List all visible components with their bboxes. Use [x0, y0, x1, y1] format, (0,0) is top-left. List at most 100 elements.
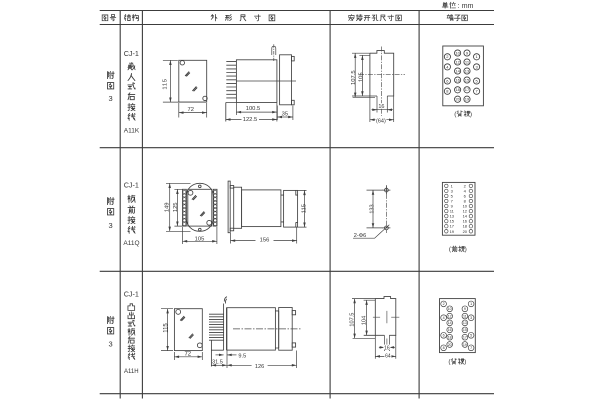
svg-text:10: 10 [463, 204, 468, 209]
svg-text:19: 19 [450, 229, 455, 234]
svg-text:64: 64 [385, 354, 391, 360]
svg-text:5: 5 [475, 78, 478, 83]
svg-text:1: 1 [451, 183, 454, 188]
svg-text:122.5: 122.5 [243, 117, 258, 123]
svg-text:(: ( [448, 359, 451, 366]
svg-text:2: 2 [446, 54, 449, 59]
svg-text:13: 13 [450, 214, 455, 219]
svg-text:13: 13 [463, 321, 467, 325]
svg-text:18: 18 [463, 224, 468, 229]
svg-text:72: 72 [187, 107, 193, 113]
svg-text:(: ( [454, 111, 457, 118]
svg-text:7: 7 [451, 199, 454, 204]
svg-text:12: 12 [448, 314, 452, 318]
svg-text:3: 3 [109, 94, 113, 103]
svg-text:14: 14 [455, 68, 460, 73]
svg-text:9.5: 9.5 [238, 354, 246, 360]
svg-text:(64): (64) [376, 118, 386, 124]
svg-text:1: 1 [470, 302, 472, 306]
svg-text:2: 2 [464, 183, 467, 188]
svg-text:20: 20 [448, 343, 452, 347]
svg-text:156: 156 [260, 237, 270, 243]
svg-text:8: 8 [464, 199, 467, 204]
svg-text:20: 20 [463, 229, 468, 234]
svg-text:17: 17 [463, 336, 467, 340]
svg-text:149: 149 [165, 202, 171, 212]
svg-text:17: 17 [450, 224, 455, 229]
svg-text:16: 16 [378, 104, 384, 110]
svg-text:15: 15 [450, 219, 455, 224]
svg-text:3: 3 [475, 64, 478, 69]
svg-text:3: 3 [451, 188, 454, 193]
svg-text:6: 6 [443, 334, 445, 338]
svg-text:15: 15 [463, 328, 467, 332]
svg-text::: : [458, 3, 460, 10]
svg-text:5: 5 [451, 194, 454, 199]
svg-text:10: 10 [455, 50, 460, 55]
svg-text:18: 18 [455, 87, 460, 92]
svg-text:35: 35 [282, 111, 288, 117]
svg-text:16: 16 [384, 345, 390, 351]
svg-text:100.5: 100.5 [246, 106, 261, 112]
svg-text:15: 15 [465, 77, 470, 82]
svg-text:107.5: 107.5 [351, 70, 357, 85]
svg-text:A11Q: A11Q [123, 240, 139, 247]
svg-text:mm: mm [462, 3, 474, 10]
svg-text:105: 105 [359, 72, 365, 82]
svg-text:7: 7 [470, 346, 472, 350]
svg-text:12: 12 [455, 59, 460, 64]
svg-text:5: 5 [470, 334, 472, 338]
svg-text:31.5: 31.5 [212, 359, 223, 365]
svg-text:20: 20 [455, 97, 460, 102]
svg-text:4: 4 [446, 64, 449, 69]
svg-text:CJ-1: CJ-1 [124, 49, 139, 58]
svg-text:10: 10 [448, 307, 452, 311]
svg-text:16: 16 [448, 328, 452, 332]
svg-text:13: 13 [465, 68, 470, 73]
svg-text:115: 115 [302, 204, 308, 213]
svg-text:107.5: 107.5 [350, 313, 356, 327]
svg-text:14: 14 [463, 214, 468, 219]
svg-text:6: 6 [464, 194, 467, 199]
svg-text:104: 104 [361, 316, 367, 325]
svg-text:17: 17 [465, 87, 470, 92]
svg-text:3: 3 [470, 316, 472, 320]
svg-text:18: 18 [448, 336, 452, 340]
svg-text:133: 133 [369, 204, 375, 213]
svg-text:4: 4 [443, 316, 445, 320]
svg-text:A11H: A11H [124, 369, 139, 375]
svg-text:2: 2 [443, 302, 445, 306]
svg-text:126: 126 [255, 364, 264, 370]
svg-text:CJ-1: CJ-1 [124, 290, 139, 299]
svg-text:4: 4 [464, 188, 467, 193]
svg-text:12: 12 [463, 209, 468, 214]
svg-text:): ) [470, 111, 472, 118]
svg-text:9: 9 [466, 50, 469, 55]
svg-text:11: 11 [465, 59, 470, 64]
svg-text:(: ( [449, 246, 452, 253]
svg-text:8: 8 [446, 89, 449, 94]
svg-text:9: 9 [464, 307, 466, 311]
svg-text:8: 8 [443, 346, 445, 350]
svg-text:1: 1 [475, 54, 478, 59]
svg-text:19: 19 [465, 97, 470, 102]
svg-text:3: 3 [109, 340, 113, 349]
svg-text:72: 72 [184, 351, 191, 357]
svg-text:): ) [464, 359, 466, 366]
svg-text:CJ-1: CJ-1 [124, 181, 139, 190]
svg-text:115: 115 [164, 323, 170, 333]
svg-text:125: 125 [173, 202, 179, 212]
svg-text:6: 6 [446, 78, 449, 83]
svg-text:11: 11 [463, 314, 467, 318]
svg-text:9: 9 [451, 204, 454, 209]
svg-text:105: 105 [195, 237, 205, 243]
svg-text:16: 16 [463, 219, 468, 224]
svg-text:11: 11 [450, 209, 455, 214]
svg-text:2-Φ6: 2-Φ6 [354, 233, 367, 239]
svg-text:19: 19 [463, 343, 467, 347]
svg-text:14: 14 [448, 321, 452, 325]
svg-text:115: 115 [163, 78, 169, 89]
svg-text:16: 16 [455, 77, 460, 82]
svg-text:7: 7 [475, 89, 478, 94]
svg-text:3: 3 [109, 221, 113, 230]
